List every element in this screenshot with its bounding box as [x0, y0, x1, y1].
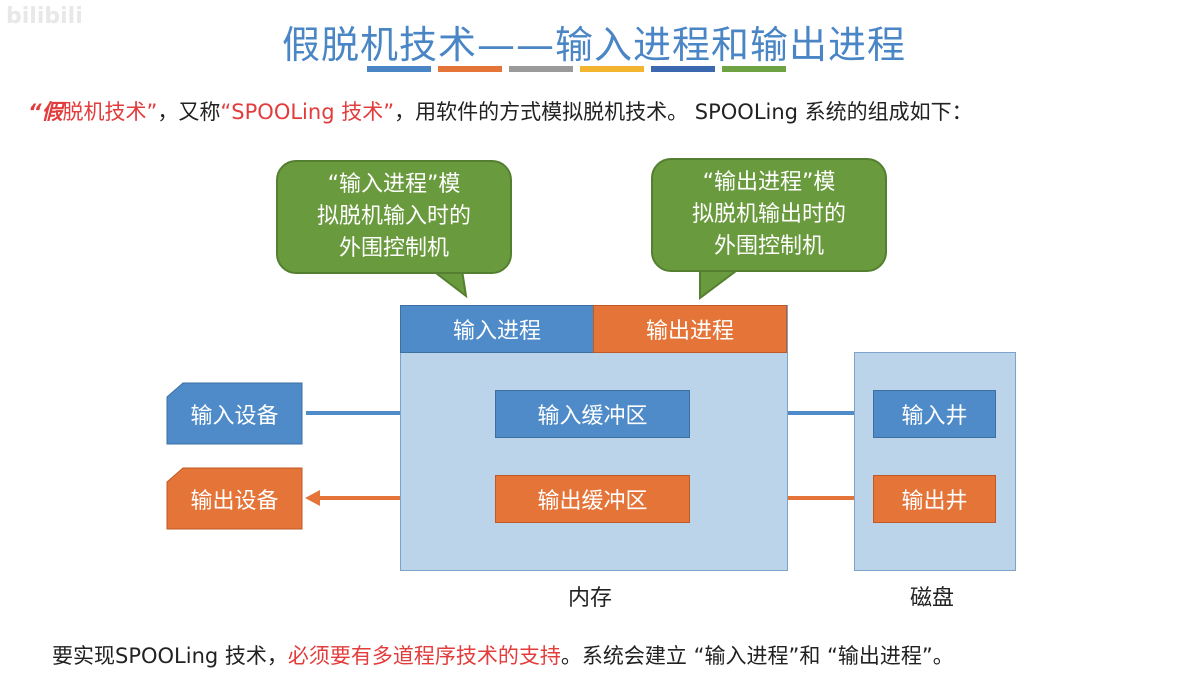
- bubble-line: “输出进程”模: [702, 170, 836, 195]
- intro-spooling: “SPOOLing 技术”: [220, 100, 395, 124]
- input-device-shape: [166, 382, 303, 445]
- bottom-part-a: 要实现SPOOLing 技术，: [52, 644, 288, 668]
- input-process-bubble: “输入进程”模 拟脱机输入时的 外围控制机: [276, 160, 512, 274]
- color-bar: [651, 66, 715, 72]
- input-well: 输入井: [873, 390, 996, 438]
- color-bar: [509, 66, 573, 72]
- bubble-line: 外围控制机: [713, 234, 824, 259]
- intro-text: “假脱机技术”，又称“SPOOLing 技术”，用软件的方式模拟脱机技术。 SP…: [28, 96, 973, 126]
- color-bar: [438, 66, 502, 72]
- output-device-shape: [166, 467, 303, 530]
- input-buffer: 输入缓冲区: [495, 390, 690, 438]
- bubble-line: 拟脱机输出时的: [691, 202, 846, 227]
- memory-label: 内存: [568, 586, 613, 611]
- disk-area: [854, 352, 1016, 571]
- input-device-label: 输入设备: [190, 403, 279, 429]
- output-process-bubble: “输出进程”模 拟脱机输出时的 外围控制机: [651, 158, 887, 272]
- intro-quote-1: “假: [28, 100, 63, 124]
- output-buffer: 输出缓冲区: [495, 475, 690, 523]
- output-device-label: 输出设备: [190, 488, 279, 514]
- watermark-logo: bilibili: [6, 4, 83, 29]
- intro-part-2: ，用软件的方式模拟脱机技术。 SPOOLing 系统的组成如下：: [394, 100, 973, 124]
- bottom-text: 要实现SPOOLing 技术，必须要有多道程序技术的支持。系统会建立 “输入进程…: [52, 640, 954, 670]
- color-bar: [722, 66, 786, 72]
- bubble-line: “输入进程”模: [327, 172, 461, 197]
- slide-title: 假脱机技术——输入进程和输出进程: [281, 23, 906, 67]
- disk-label: 磁盘: [910, 586, 955, 611]
- bottom-part-b: 必须要有多道程序技术的支持: [287, 644, 561, 668]
- bubble-line: 外围控制机: [338, 236, 449, 261]
- color-bar: [367, 66, 431, 72]
- output-well: 输出井: [873, 475, 996, 523]
- intro-part-1: ，又称: [157, 100, 221, 124]
- intro-quote-2: 脱机技术”: [62, 100, 158, 124]
- bottom-part-c: 。系统会建立 “输入进程”和 “输出进程”。: [560, 644, 954, 668]
- color-bar: [580, 66, 644, 72]
- output-process-header: 输出进程: [593, 305, 787, 353]
- bubble-line: 拟脱机输入时的: [316, 204, 471, 229]
